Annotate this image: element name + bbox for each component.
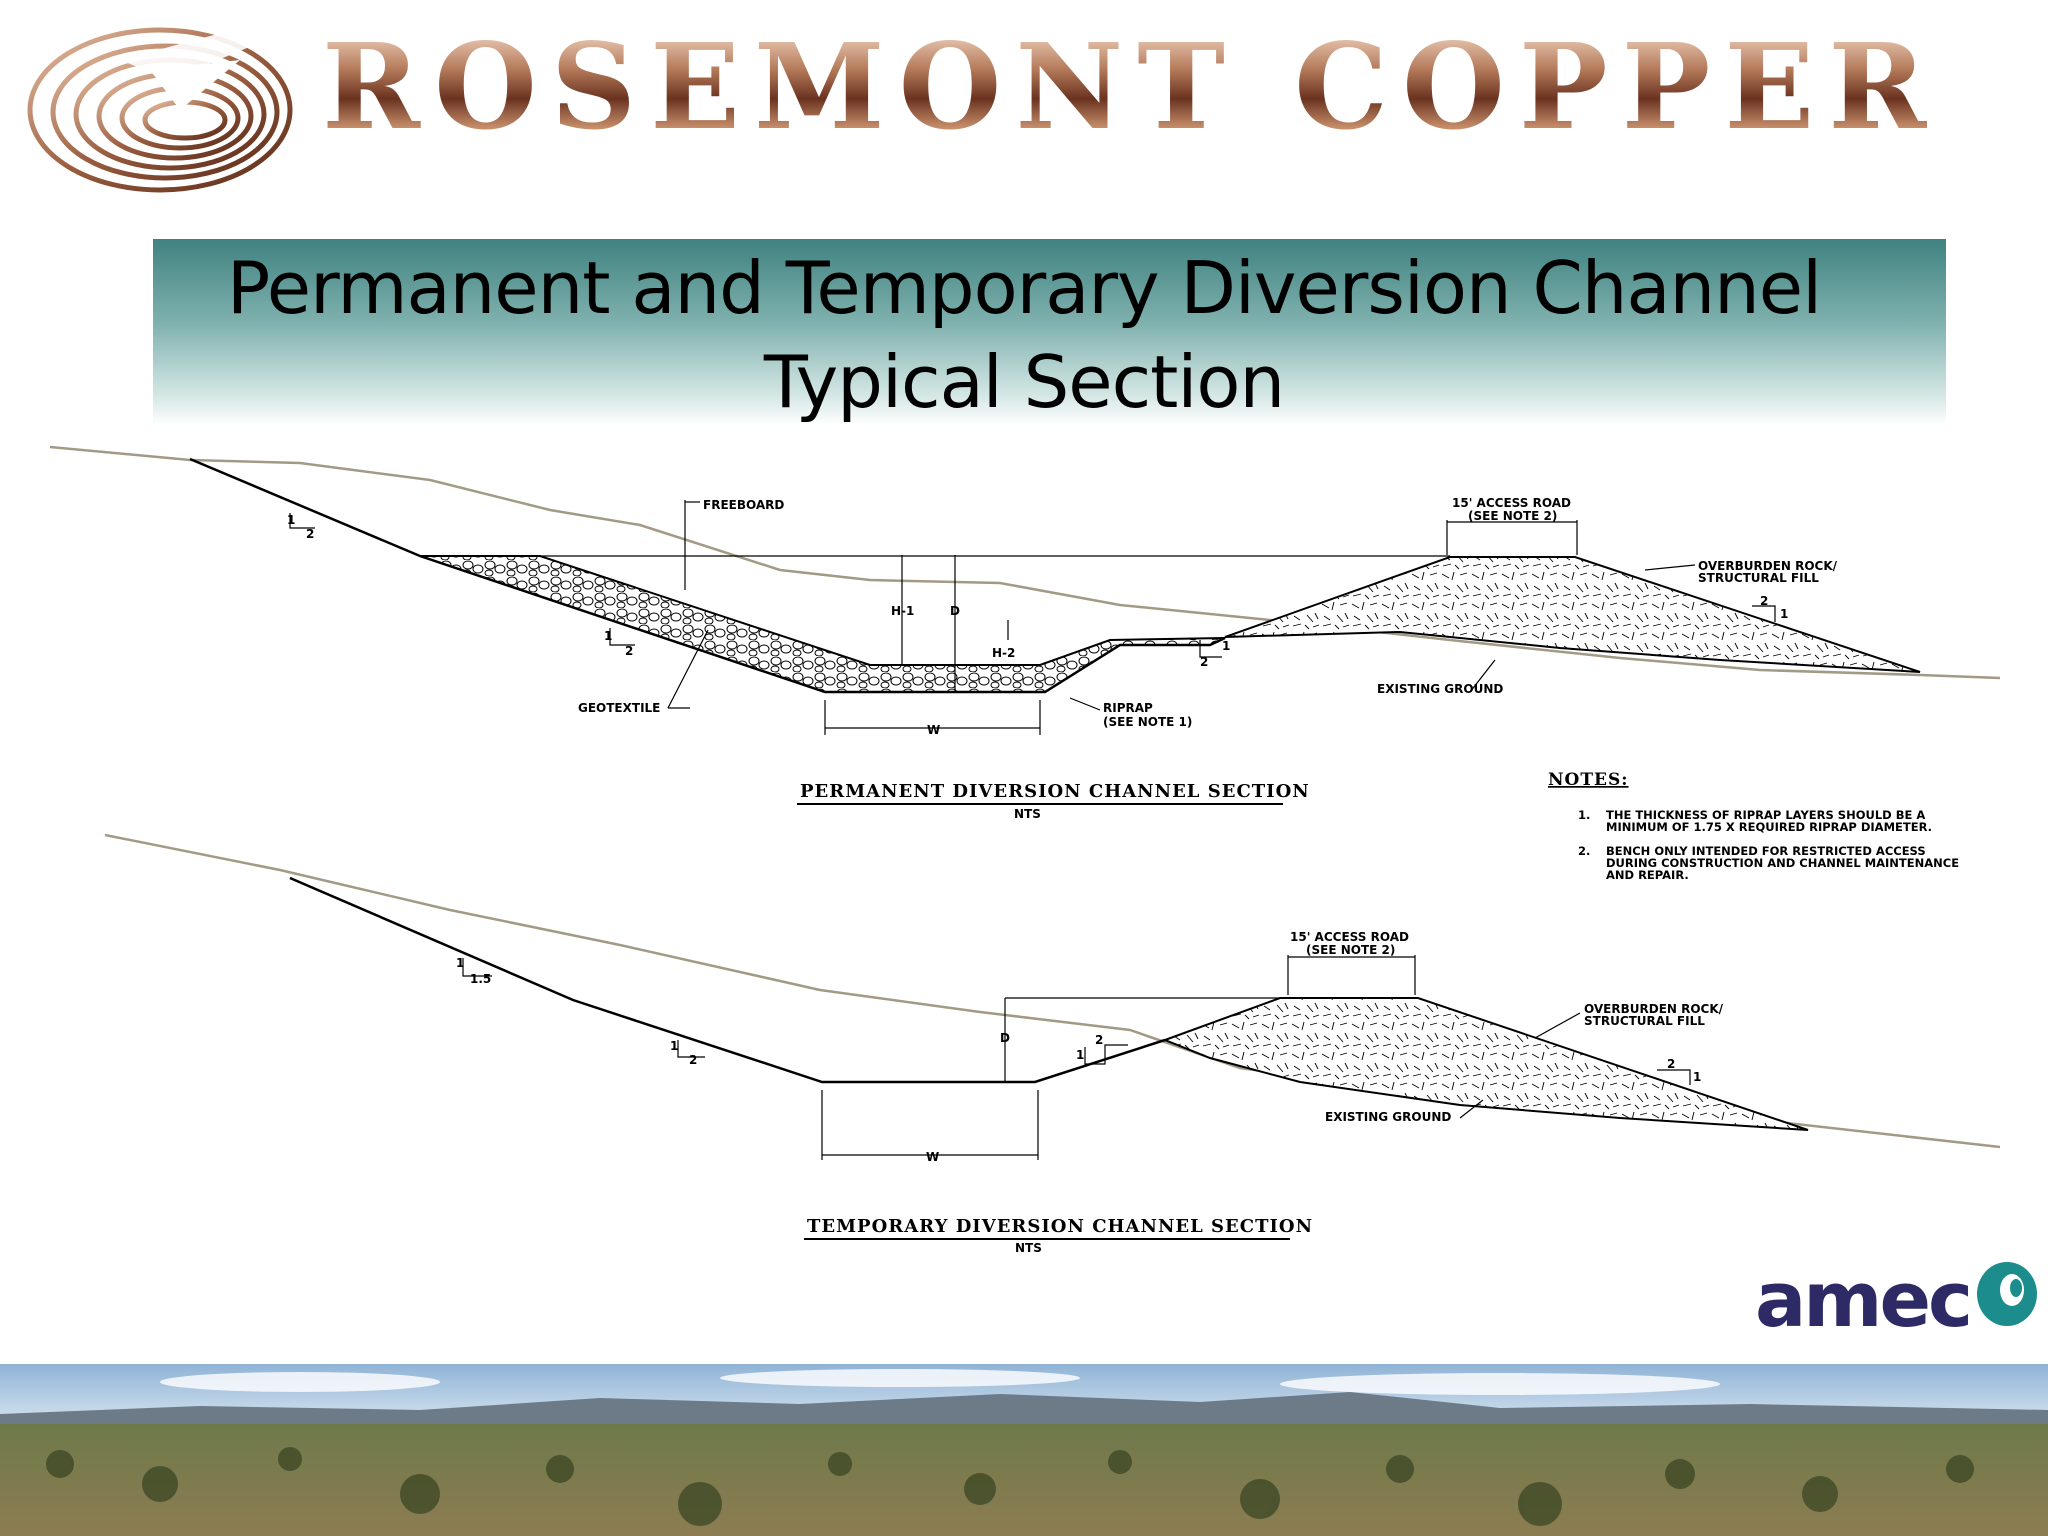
temp-overburden-label-2: STRUCTURAL FILL bbox=[1584, 1014, 1705, 1028]
perm-overburden-label-2: STRUCTURAL FILL bbox=[1698, 571, 1819, 585]
note-1-line-2: MINIMUM OF 1.75 X REQUIRED RIPRAP DIAMET… bbox=[1606, 820, 1932, 834]
temp-slope-2-rise: 1 bbox=[670, 1039, 678, 1053]
temp-slope-1-run: 1.5 bbox=[470, 972, 491, 986]
permanent-section-title: PERMANENT DIVERSION CHANNEL SECTION bbox=[800, 781, 1310, 802]
perm-access-road-note: (SEE NOTE 2) bbox=[1468, 509, 1557, 523]
temp-d-label: D bbox=[1000, 1031, 1010, 1045]
permanent-section-scale: NTS bbox=[1014, 807, 1041, 821]
notes-block: NOTES: 1. THE THICKNESS OF RIPRAP LAYERS… bbox=[1548, 770, 1959, 882]
rosemont-copper-wordmark: ROSEMONT COPPER bbox=[322, 17, 1941, 156]
amec-logo-text: amec bbox=[1755, 1255, 1973, 1344]
perm-slope-3-rise: 1 bbox=[1222, 639, 1230, 653]
temporary-channel-profile bbox=[289, 876, 1166, 1084]
riprap-note-label: (SEE NOTE 1) bbox=[1103, 715, 1192, 729]
temp-slope-4-run: 1 bbox=[1693, 1070, 1701, 1084]
logo-band: ROSEMONT COPPER bbox=[0, 0, 2048, 225]
temporary-section-scale: NTS bbox=[1015, 1241, 1042, 1255]
permanent-riprap-layer bbox=[419, 555, 1226, 693]
temp-slope-3-rise: 1 bbox=[1076, 1048, 1084, 1062]
riprap-label: RIPRAP bbox=[1103, 701, 1153, 715]
d-label: D bbox=[950, 604, 960, 618]
temp-access-road-label: 15' ACCESS ROAD bbox=[1290, 930, 1409, 944]
note-1-number: 1. bbox=[1578, 808, 1590, 822]
perm-slope-3-run: 2 bbox=[1200, 655, 1208, 669]
slide-title-line-2: Typical Section bbox=[763, 340, 1285, 424]
perm-slope-1-rise: 1 bbox=[287, 513, 295, 527]
h2-label: H-2 bbox=[992, 646, 1015, 660]
note-2-line-2: DURING CONSTRUCTION AND CHANNEL MAINTENA… bbox=[1606, 856, 1959, 870]
temp-access-road-note: (SEE NOTE 2) bbox=[1306, 943, 1395, 957]
w-label: W bbox=[927, 723, 940, 737]
temp-w-label: W bbox=[926, 1150, 939, 1164]
perm-overburden-label: OVERBURDEN ROCK/ bbox=[1698, 559, 1838, 573]
perm-slope-4-rise: 2 bbox=[1760, 594, 1768, 608]
temp-slope-4-rise: 2 bbox=[1667, 1057, 1675, 1071]
h1-label: H-1 bbox=[891, 604, 914, 618]
temporary-section-title: TEMPORARY DIVERSION CHANNEL SECTION bbox=[807, 1216, 1313, 1237]
landscape-photo bbox=[0, 1364, 2048, 1536]
temp-existing-ground-label: EXISTING GROUND bbox=[1325, 1110, 1451, 1124]
rosemont-swirl-logo bbox=[27, 20, 293, 193]
permanent-existing-ground-line bbox=[49, 445, 2001, 680]
perm-access-road-label: 15' ACCESS ROAD bbox=[1452, 496, 1571, 510]
note-2-line-3: AND REPAIR. bbox=[1606, 868, 1689, 882]
geotextile-label: GEOTEXTILE bbox=[578, 701, 660, 715]
note-2-line-1: BENCH ONLY INTENDED FOR RESTRICTED ACCES… bbox=[1606, 844, 1926, 858]
permanent-section-drawing: 1 2 1 2 1 2 2 1 FREEBOARD H-1 D H-2 W GE… bbox=[49, 445, 2001, 821]
perm-slope-1-run: 2 bbox=[306, 527, 314, 541]
temporary-embankment-fill bbox=[1162, 997, 1809, 1131]
title-banner bbox=[153, 239, 1946, 425]
amec-drop-icon bbox=[1977, 1262, 2037, 1326]
temp-slope-3-run: 2 bbox=[1095, 1033, 1103, 1047]
perm-slope-4-run: 1 bbox=[1780, 607, 1788, 621]
note-2-number: 2. bbox=[1578, 844, 1590, 858]
temporary-section-drawing: 1 1.5 1 2 1 2 2 1 D W 15' ACCESS ROAD (S… bbox=[104, 833, 2001, 1255]
temp-slope-1-rise: 1 bbox=[456, 956, 464, 970]
perm-slope-2-rise: 1 bbox=[604, 629, 612, 643]
freeboard-label: FREEBOARD bbox=[703, 498, 784, 512]
temp-overburden-label: OVERBURDEN ROCK/ bbox=[1584, 1002, 1724, 1016]
slide-title-line-1: Permanent and Temporary Diversion Channe… bbox=[226, 246, 1822, 330]
permanent-embankment-fill bbox=[1224, 556, 1921, 673]
notes-heading: NOTES: bbox=[1548, 770, 1629, 790]
perm-slope-2-run: 2 bbox=[625, 644, 633, 658]
note-1-line-1: THE THICKNESS OF RIPRAP LAYERS SHOULD BE… bbox=[1606, 808, 1925, 822]
temp-slope-2-run: 2 bbox=[689, 1053, 697, 1067]
perm-existing-ground-label: EXISTING GROUND bbox=[1377, 682, 1503, 696]
